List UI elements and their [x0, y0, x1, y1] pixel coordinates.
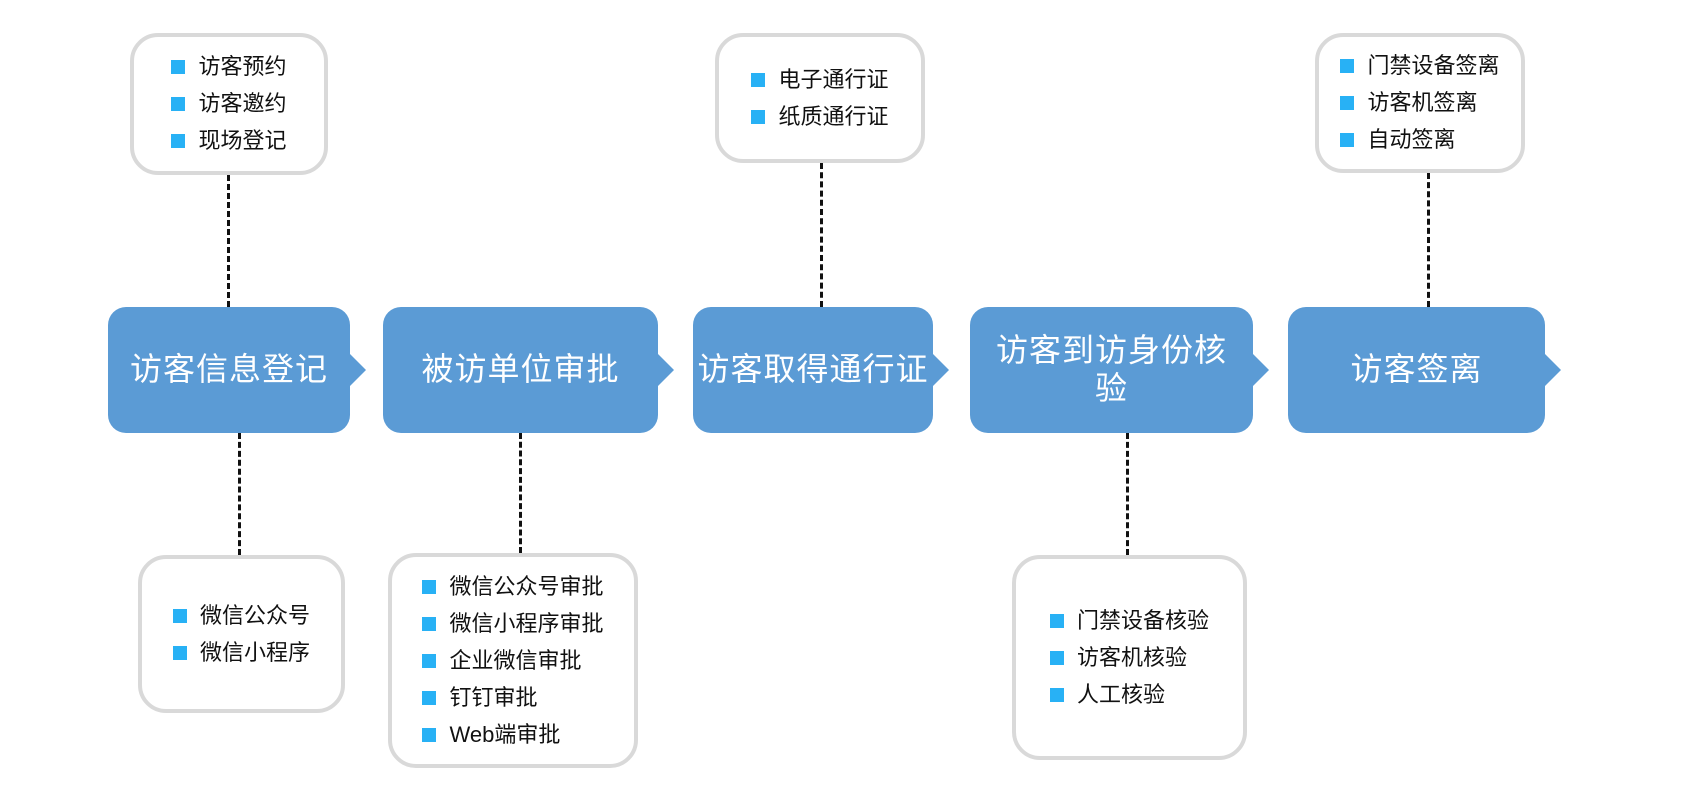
item-label: 微信公众号审批: [449, 573, 604, 599]
list-item: 微信小程序: [172, 639, 310, 665]
flow-arrow-icon: [1252, 353, 1269, 387]
list-item: 访客邀约: [171, 91, 287, 116]
bullet-square-icon: [172, 645, 187, 660]
bullet-square-icon: [422, 579, 437, 594]
bullet-square-icon: [422, 616, 437, 631]
callout-pass-types: 电子通行证 纸质通行证: [715, 33, 925, 163]
stage-label: 访客信息登记: [129, 351, 328, 388]
item-label: 微信小程序: [199, 639, 310, 665]
item-label: 访客预约: [198, 54, 287, 79]
list-item: 电子通行证: [751, 66, 889, 92]
list-item: 自动签离: [1340, 129, 1499, 151]
bullet-square-icon: [1049, 650, 1064, 665]
item-label: 门禁设备签离: [1367, 53, 1500, 78]
callout-registration-methods: 访客预约 访客邀约 现场登记: [130, 33, 328, 175]
list-item: 访客机核验: [1049, 644, 1209, 670]
flow-arrow-icon: [349, 353, 366, 387]
item-label: 访客机核验: [1076, 644, 1187, 670]
item-label: Web端审批: [449, 721, 561, 747]
bullet-square-icon: [751, 109, 766, 124]
connector-topmiddle-to-stage3: [820, 163, 823, 307]
stage-label: 访客取得通行证: [697, 351, 929, 388]
item-label: 门禁设备核验: [1076, 607, 1209, 633]
list-item: 人工核验: [1049, 681, 1209, 707]
item-label: 微信公众号: [199, 602, 310, 628]
callout-approval-channels: 微信公众号审批 微信小程序审批 企业微信审批 钉钉审批 Web端审批: [388, 553, 638, 768]
connector-topleft-to-stage1: [227, 175, 230, 307]
bullet-square-icon: [1340, 133, 1355, 147]
bullet-square-icon: [1340, 96, 1355, 110]
bullet-square-icon: [751, 72, 766, 87]
list-item: 访客预约: [171, 54, 287, 79]
item-label: 现场登记: [198, 128, 287, 153]
list-item: Web端审批: [422, 721, 603, 747]
callout-verification-methods: 门禁设备核验 访客机核验 人工核验: [1012, 555, 1247, 760]
bullet-square-icon: [422, 690, 437, 705]
flow-arrow-icon: [1544, 353, 1561, 387]
stage-label: 被访单位审批: [421, 351, 620, 388]
bullet-square-icon: [171, 60, 186, 74]
list-item: 微信公众号: [172, 602, 310, 628]
bullet-square-icon: [172, 608, 187, 623]
item-label: 人工核验: [1076, 681, 1165, 707]
list-item: 微信公众号审批: [422, 573, 604, 599]
connector-stage1-to-bottomleft: [238, 433, 241, 555]
stage-identity-verification: 访客到访身份核验: [970, 307, 1269, 433]
item-label: 访客机签离: [1367, 90, 1478, 115]
stage-visitor-registration: 访客信息登记: [108, 307, 366, 433]
bullet-square-icon: [1049, 687, 1064, 702]
callout-signout-methods: 门禁设备签离 访客机签离 自动签离: [1315, 33, 1525, 173]
stage-visitor-signout: 访客签离: [1288, 307, 1561, 433]
item-label: 访客邀约: [198, 91, 287, 116]
bullet-square-icon: [1049, 613, 1064, 628]
item-label: 企业微信审批: [449, 647, 582, 673]
callout-registration-channels: 微信公众号 微信小程序: [138, 555, 345, 713]
bullet-square-icon: [422, 653, 437, 668]
connector-stage4-to-bottomright: [1126, 433, 1129, 555]
stage-get-pass: 访客取得通行证: [693, 307, 949, 433]
list-item: 现场登记: [171, 128, 287, 153]
bullet-square-icon: [171, 97, 186, 111]
item-label: 钉钉审批: [449, 684, 538, 710]
list-item: 访客机签离: [1340, 92, 1499, 114]
list-item: 纸质通行证: [751, 103, 889, 129]
stage-label: 访客到访身份核验: [995, 332, 1227, 406]
item-label: 电子通行证: [778, 66, 889, 92]
stage-host-approval: 被访单位审批: [383, 307, 674, 433]
item-label: 微信小程序审批: [449, 610, 604, 636]
list-item: 门禁设备核验: [1049, 607, 1209, 633]
stage-label: 访客签离: [1350, 351, 1483, 388]
connector-topright-to-stage5: [1427, 173, 1430, 307]
list-item: 微信小程序审批: [422, 610, 604, 636]
bullet-square-icon: [422, 727, 437, 742]
flow-arrow-icon: [657, 353, 674, 387]
bullet-square-icon: [171, 134, 186, 148]
list-item: 门禁设备签离: [1340, 53, 1500, 78]
list-item: 企业微信审批: [422, 647, 603, 673]
flow-arrow-icon: [932, 353, 949, 387]
list-item: 钉钉审批: [422, 684, 603, 710]
connector-stage2-to-bottommiddle: [519, 433, 522, 553]
item-label: 自动签离: [1367, 127, 1456, 152]
item-label: 纸质通行证: [778, 103, 889, 129]
bullet-square-icon: [1340, 59, 1355, 73]
